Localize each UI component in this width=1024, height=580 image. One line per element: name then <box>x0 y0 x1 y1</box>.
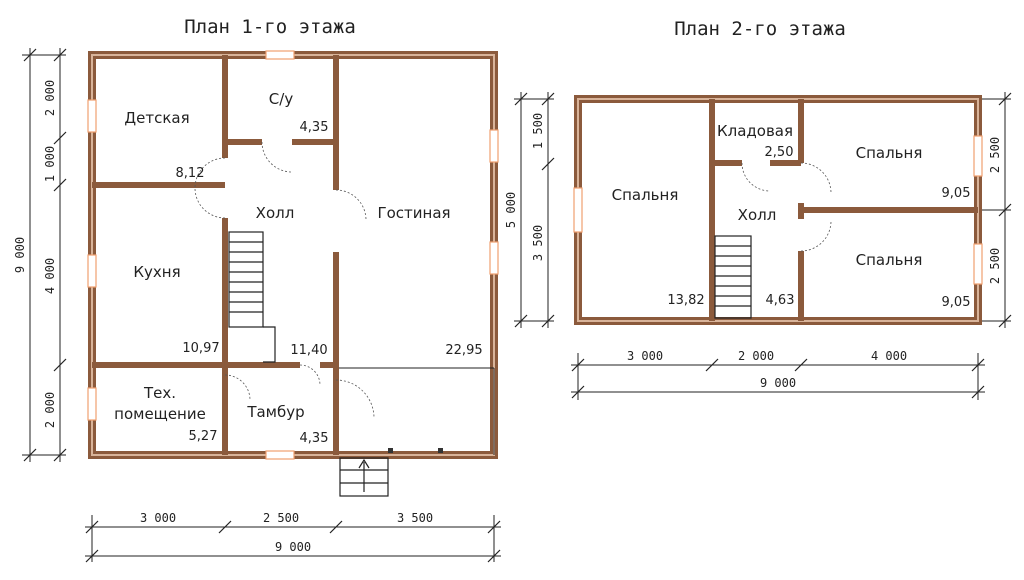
plan2-dim-right-2: 2 500 <box>988 248 1002 284</box>
plan2-room-spalnya-bottom-name: Спальня <box>856 251 923 269</box>
plan2-room-holl-area: 4,63 <box>766 293 795 308</box>
plan1-dim-left-1: 2 000 <box>43 80 57 116</box>
plan1-dim-left-3: 4 000 <box>43 258 57 294</box>
plan1-dim-left-total: 9 000 <box>13 237 27 273</box>
plan1-room-teh-area: 5,27 <box>189 429 218 444</box>
plan2-title: План 2-го этажа <box>674 18 846 40</box>
plan1-dimensions-bottom <box>85 515 501 563</box>
plan2-doors <box>741 162 832 252</box>
plan1-room-teh-name-line2: помещение <box>114 405 206 423</box>
plan1-staircase <box>228 231 276 363</box>
plan1-title: План 1-го этажа <box>184 16 356 38</box>
plan1-dim-left-2: 1 000 <box>43 146 57 182</box>
plan1-room-teh-name-line1: Тех. <box>143 384 176 402</box>
plan1-room-detskaya-name: Детская <box>124 109 189 127</box>
plan2-dimensions-left <box>514 92 555 328</box>
plan2-dimensions-bottom <box>571 353 985 400</box>
plan1-room-detskaya-area: 8,12 <box>176 166 205 181</box>
plan1-dimensions-left <box>22 48 67 462</box>
plan1-room-kuhnya-area: 10,97 <box>182 341 219 356</box>
plan1-windows <box>87 50 499 460</box>
plan1-room-kuhnya-name: Кухня <box>133 263 180 281</box>
plan1-room-su-name: С/у <box>269 90 294 108</box>
plan2-dim-bottom-total: 9 000 <box>760 376 796 390</box>
plan1-dim-left-4: 2 000 <box>43 392 57 428</box>
plan2-room-spalnya-top-area: 9,05 <box>942 186 971 201</box>
plan1-doors <box>194 141 375 419</box>
plan1-room-gostinaya-name: Гостиная <box>377 204 450 222</box>
plan2-windows <box>573 135 983 285</box>
plan2-dim-left-1: 1 500 <box>531 113 545 149</box>
plan2-room-spalnya-left-area: 13,82 <box>667 293 704 308</box>
plan1-dim-bottom-1: 3 000 <box>140 511 176 525</box>
plan2-dim-bottom-3: 4 000 <box>871 349 907 363</box>
plan1-dim-bottom-total: 9 000 <box>275 540 311 554</box>
plan2-staircase <box>714 235 752 319</box>
plan1-room-su-area: 4,35 <box>300 120 329 135</box>
plan2-dim-left-2: 3 500 <box>531 225 545 261</box>
plan2-room-spalnya-top-name: Спальня <box>856 144 923 162</box>
plan1-dim-bottom-3: 3 500 <box>397 511 433 525</box>
plan2-room-kladovaya-area: 2,50 <box>765 145 794 160</box>
plan1-room-tambur-area: 4,35 <box>300 431 329 446</box>
plan1-room-tambur-name: Тамбур <box>246 403 304 421</box>
plan1-entrance-steps <box>339 448 443 497</box>
plan2-dimensions-right <box>982 92 1012 328</box>
plan2-room-holl-name: Холл <box>738 206 777 224</box>
plan1-room-holl-area: 11,40 <box>290 343 327 358</box>
plan2-dim-bottom-2: 2 000 <box>738 349 774 363</box>
plan1-room-gostinaya-area: 22,95 <box>445 343 482 358</box>
plan2-room-spalnya-left-name: Спальня <box>612 186 679 204</box>
plan2-room-spalnya-bottom-area: 9,05 <box>942 295 971 310</box>
plan2-dim-right-1: 2 500 <box>988 137 1002 173</box>
plan1-dim-bottom-2: 2 500 <box>263 511 299 525</box>
plan1-room-holl-name: Холл <box>256 204 295 222</box>
plan2-room-kladovaya-name: Кладовая <box>717 122 793 140</box>
plan2-dim-bottom-1: 3 000 <box>627 349 663 363</box>
plan2-dim-left-total: 5 000 <box>504 192 518 228</box>
